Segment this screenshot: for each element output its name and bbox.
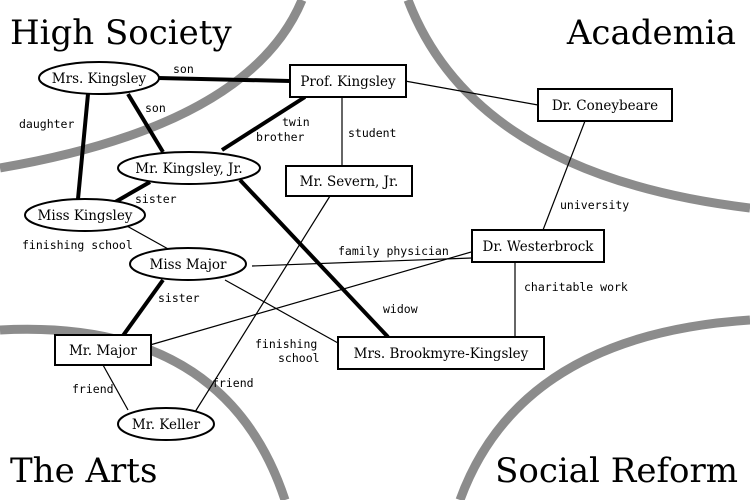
region-title-social-reform: Social Reform xyxy=(495,451,738,491)
node-dr-coneybeare[interactable]: Dr. Coneybeare xyxy=(537,88,673,122)
edge-miss-major-dr-westerbrock xyxy=(251,257,473,267)
edge-mrs-kingsley-prof-kingsley xyxy=(157,76,291,83)
edge-label-finishing-school-left: finishing school xyxy=(22,238,133,252)
node-mrs-brookmyre-kingsley[interactable]: Mrs. Brookmyre-Kingsley xyxy=(337,336,545,370)
social-reform-boundary xyxy=(455,315,750,500)
edge-label-daughter: daughter xyxy=(19,117,74,131)
edges xyxy=(76,76,586,413)
edge-mrs-kingsley-mr-kingsley-jr xyxy=(126,92,165,154)
the-arts-boundary xyxy=(0,324,290,500)
node-label-mrs-brookmyre-kingsley: Mrs. Brookmyre-Kingsley xyxy=(354,346,529,362)
edge-mr-severn-jr-mr-keller xyxy=(194,195,331,413)
region-title-high-society: High Society xyxy=(10,13,232,53)
node-label-mr-keller: Mr. Keller xyxy=(132,417,201,433)
node-dr-westerbrock[interactable]: Dr. Westerbrock xyxy=(471,229,605,263)
edge-label-sister-top: sister xyxy=(135,192,177,206)
edge-labels: son son daughter twin brother student si… xyxy=(19,62,629,396)
edge-label-brother: brother xyxy=(256,130,305,144)
edge-label-friend-right: friend xyxy=(212,376,254,390)
edge-miss-major-mrs-brookmyre-kingsley xyxy=(224,279,339,344)
edge-mrs-kingsley-miss-kingsley xyxy=(76,93,90,200)
edge-dr-coneybeare-dr-westerbrock xyxy=(542,120,586,231)
node-label-prof-kingsley: Prof. Kingsley xyxy=(300,74,396,90)
high-society-boundary xyxy=(0,0,307,173)
edge-label-school: school xyxy=(278,351,320,365)
edge-label-sister-bottom: sister xyxy=(158,291,200,305)
node-label-miss-major: Miss Major xyxy=(150,257,227,273)
edge-mr-major-mr-keller xyxy=(102,364,129,411)
edge-label-son-left: son xyxy=(145,101,166,115)
edge-label-university: university xyxy=(560,198,629,212)
edge-miss-kingsley-miss-major xyxy=(124,224,171,251)
node-mr-severn-jr[interactable]: Mr. Severn, Jr. xyxy=(285,165,413,197)
region-title-the-arts: The Arts xyxy=(10,451,157,491)
edge-label-family-physician: family physician xyxy=(338,244,449,258)
edge-label-widow: widow xyxy=(383,302,418,316)
node-label-mr-severn-jr: Mr. Severn, Jr. xyxy=(300,174,399,190)
node-label-miss-kingsley: Miss Kingsley xyxy=(38,208,133,224)
node-mr-kingsley-jr[interactable]: Mr. Kingsley, Jr. xyxy=(117,151,261,185)
node-mrs-kingsley[interactable]: Mrs. Kingsley xyxy=(38,61,160,95)
node-miss-kingsley[interactable]: Miss Kingsley xyxy=(24,198,146,232)
node-label-dr-westerbrock: Dr. Westerbrock xyxy=(483,239,595,255)
node-prof-kingsley[interactable]: Prof. Kingsley xyxy=(289,64,407,98)
edge-label-finishing: finishing xyxy=(255,337,317,351)
academia-boundary xyxy=(403,0,750,213)
edge-mr-major-dr-westerbrock xyxy=(149,247,486,346)
edge-label-student: student xyxy=(348,126,396,140)
edge-prof-kingsley-dr-coneybeare xyxy=(404,80,539,106)
edge-prof-kingsley-mr-kingsley-jr xyxy=(220,95,307,152)
edge-label-friend-left: friend xyxy=(72,382,114,396)
edge-label-charitable-work: charitable work xyxy=(524,280,628,294)
node-label-mrs-kingsley: Mrs. Kingsley xyxy=(52,71,147,87)
edge-label-son-top: son xyxy=(173,62,194,76)
region-title-academia: Academia xyxy=(566,13,736,53)
edge-label-twin: twin xyxy=(282,115,310,129)
edge-mr-kingsley-jr-mrs-brookmyre-kingsley xyxy=(238,178,390,339)
node-mr-major[interactable]: Mr. Major xyxy=(54,334,152,366)
nodes: Mrs. Kingsley Prof. Kingsley Dr. Coneybe… xyxy=(24,61,673,441)
node-miss-major[interactable]: Miss Major xyxy=(129,247,247,281)
node-mr-keller[interactable]: Mr. Keller xyxy=(117,407,215,441)
node-label-dr-coneybeare: Dr. Coneybeare xyxy=(552,98,658,114)
node-label-mr-major: Mr. Major xyxy=(69,343,138,359)
edge-miss-major-mr-major xyxy=(120,278,165,339)
node-label-mr-kingsley-jr: Mr. Kingsley, Jr. xyxy=(135,161,242,177)
